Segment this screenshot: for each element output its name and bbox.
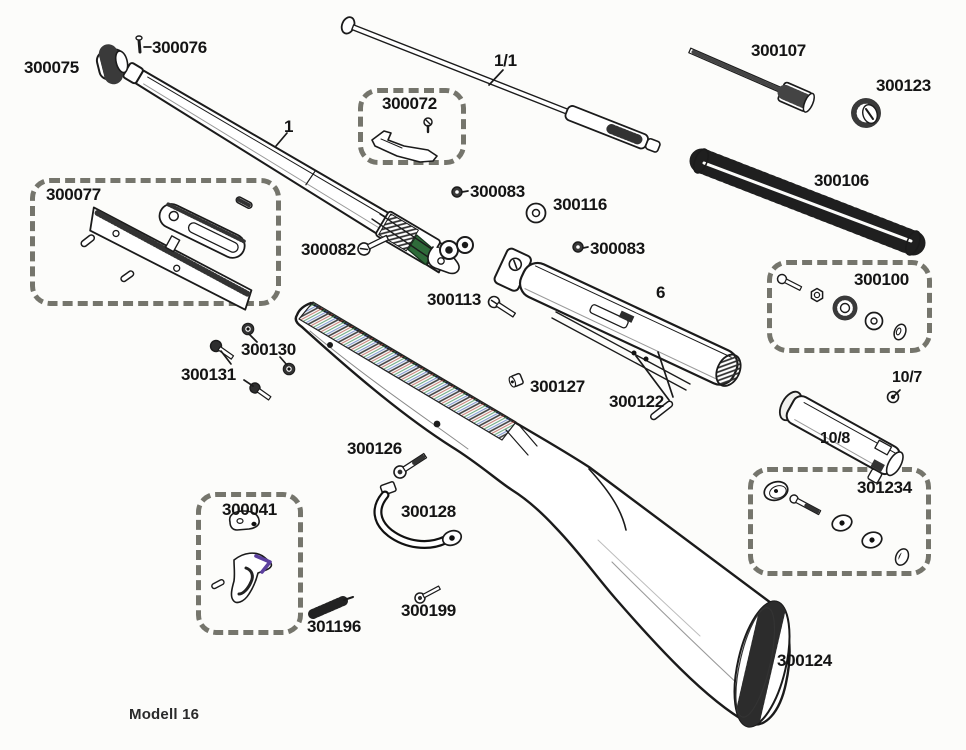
label-301234: 301234 <box>857 478 912 497</box>
label-300123: 300123 <box>876 76 931 95</box>
butt-plate <box>732 596 791 732</box>
front-sight-pin-drawing <box>135 35 143 54</box>
muzzle-cap-drawing <box>95 44 129 85</box>
label-300082: 300082 <box>301 240 356 259</box>
forend-screw-drawing <box>393 452 428 479</box>
guard-screw-drawing <box>414 585 441 604</box>
screw-pair-drawing <box>209 339 272 401</box>
label-300122: 300122 <box>609 392 664 411</box>
label-300072: 300072 <box>382 94 437 113</box>
label-rod-1-1: 1/1 <box>494 51 517 70</box>
label-300131: 300131 <box>181 365 236 384</box>
small-nut-drawing <box>508 372 524 388</box>
label-300075: 300075 <box>24 58 79 77</box>
label-300076: 300076 <box>152 38 207 57</box>
barrel-drawing <box>122 62 474 275</box>
screw-upper-drawing <box>451 186 463 198</box>
receiver-drawing <box>493 247 742 391</box>
label-300199: 300199 <box>401 601 456 620</box>
label-10-8: 10/8 <box>820 430 850 447</box>
label-300083-lower: 300083 <box>590 239 645 258</box>
label-300116: 300116 <box>553 195 607 214</box>
label-300077: 300077 <box>46 185 101 204</box>
side-screw-drawing <box>487 295 516 318</box>
label-300113: 300113 <box>427 290 481 309</box>
label-receiver-6: 6 <box>656 283 666 302</box>
label-300127: 300127 <box>530 377 585 396</box>
mainspring-drawing <box>689 148 926 256</box>
label-barrel-1: 1 <box>284 117 294 136</box>
nut-pair-drawing <box>241 322 296 376</box>
label-300128: 300128 <box>401 502 456 521</box>
group-box-butt-discs <box>748 467 931 576</box>
long-screw-drawing <box>688 47 815 113</box>
washer-drawing <box>525 202 547 224</box>
model-name-label: Modell 16 <box>129 706 200 723</box>
trigger-set-drawing <box>211 510 273 604</box>
stock-drawing <box>294 301 791 732</box>
group-box-mount-set <box>767 260 932 353</box>
butt-disc-set-drawing <box>763 480 910 566</box>
label-300126: 300126 <box>347 439 402 458</box>
rear-sight-drawing <box>371 117 438 163</box>
mount-set-drawing <box>776 273 907 341</box>
label-300130: 300130 <box>241 340 296 359</box>
label-300124: 300124 <box>777 651 832 670</box>
label-300106: 300106 <box>814 171 869 190</box>
trigger-guard-drawing <box>373 481 463 549</box>
label-301196: 301196 <box>307 617 361 636</box>
leader-lines <box>143 46 901 401</box>
label-300041: 300041 <box>222 500 277 519</box>
piston-drawing <box>778 390 904 484</box>
group-box-rear-sight <box>358 88 466 165</box>
label-10-7: 10/7 <box>892 369 922 386</box>
trigger-spring-drawing <box>308 596 354 619</box>
cocking-lever-drawing <box>80 196 253 311</box>
pin-drawing <box>649 400 674 421</box>
group-box-cocking-lever <box>30 178 281 306</box>
cocking-rod-drawing <box>340 16 661 153</box>
screw-lower-drawing <box>572 241 584 253</box>
label-300107: 300107 <box>751 41 806 60</box>
label-300083-upper: 300083 <box>470 182 525 201</box>
group-box-trigger-set <box>196 492 303 635</box>
breech-screw-drawing <box>357 234 390 256</box>
knurled-nut-drawing <box>851 98 881 128</box>
label-300100: 300100 <box>854 270 909 289</box>
